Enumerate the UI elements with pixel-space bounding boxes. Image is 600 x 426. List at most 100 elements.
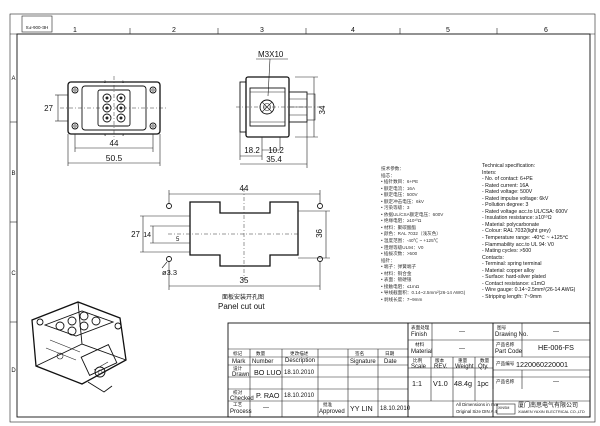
finish-label-cn: 表面处理 [411,325,430,330]
spec-cn-line: 插芯： [381,172,395,178]
svg-text:2: 2 [104,80,106,84]
drawn-name: BO LUO [254,368,282,377]
approved-label-cn: 批准 [323,402,333,407]
scale-label-cn: 比例 [413,358,423,363]
spec-cn-line: • 额定冲击电压：6kV [381,198,424,204]
spec-cn-line: • 插拔次数：>500 [381,251,418,257]
spec-en-line: - Flammability acc.to UL 94: V0 [482,241,554,248]
screw-label: M3X10 [258,50,284,59]
front-dim-height: 27 [44,104,53,113]
side-dim-height: 34 [318,105,327,114]
part-no-value: 1220060220001 [516,360,568,369]
spec-list-en: Technical specification: Inters: - No. o… [482,163,594,300]
spec-en-line: - No. of contact: 6+PE [482,176,533,183]
zone-label-3: 3 [260,27,264,34]
zone-label-a: A [11,76,15,82]
desc-label: Description [285,358,316,364]
cutout-dim-depth: 35 [240,276,249,285]
drawing-no-value: — [553,329,559,335]
spec-cn-line: • 温度范围：-40℃ ~ +125℃ [381,238,439,244]
spec-en-line: Contacts: [482,254,504,261]
front-dim-pitch: 44 [110,139,119,148]
spec-en-line: - Colour: RAL 7032(light grey) [482,228,551,235]
material-label-cn: 材料 [415,342,425,347]
zone-label-1: 1 [73,27,77,34]
cutout-dim-width: 44 [240,184,249,193]
drawing-no-label-cn: 图号 [497,325,507,330]
spec-cn-line: • 依据UL/CSA额定电压：600V [381,211,444,217]
company-name-en: XIAMEN YAXIN ELECTRICAL CO.,LTD [518,410,585,414]
spec-cn-line: • 接触电阻：≤1mΩ [381,283,420,289]
spec-en-line: Technical specification: [482,163,536,169]
approved-date: 18.10.2010 [380,406,411,412]
spec-en-line: - Stripping length: 7~9mm [482,293,542,300]
finish-value: — [459,329,465,335]
rev-label-cn: 版本 [435,358,445,363]
part-code-label: Part Code [495,349,523,355]
spec-cn-line: • 剥线长度：7~9mm [381,296,423,302]
rev-value: V1.0 [433,379,448,388]
date-label: Date [384,359,397,365]
zone-label-2: 2 [172,27,176,34]
front-view: 2 1 4 3 27 44 50.5 [44,76,168,166]
zone-label-c: C [11,271,16,277]
weight-label: Weight [455,364,474,370]
spec-en-line: - Terminal: spring terminal [482,261,542,268]
approved-name: YY LIN [350,404,373,413]
spec-cn-line: • 插针数目：6+PE [381,179,419,185]
spec-cn-line: 插针： [381,257,395,263]
checked-label-cn: 校对 [233,390,243,395]
cutout-dim-h3: 36 [315,228,324,237]
spec-en-line: - Rated current: 16A [482,182,529,189]
spec-en-line: - Pollution degree: 3 [482,202,529,209]
mark-label: Mark [232,359,246,365]
spec-en-line: - Temperature range: -40℃ ~ +125℃ [482,235,569,242]
drawn-label: Drawn [232,372,250,378]
svg-text:4: 4 [104,133,106,137]
spec-en-line: - Material: copper alloy [482,267,535,274]
spec-en-line: - Rated impulse voltage: 6kV [482,195,549,202]
zone-ticks [10,28,498,323]
company-name-cn: 厦门南思电气有限公司 [518,403,579,409]
dim-note-2: Original Size DIN A 4 [456,409,497,414]
spec-cn-line: • 表面：镀硬银 [381,277,412,283]
spec-cn-line: 技术参数： [381,166,404,171]
part-code-value: HE-006-FS [538,343,574,352]
material-label: Material [411,349,433,355]
zone-label-d: D [11,368,16,374]
spec-list-cn: 技术参数： 插芯： • 插针数目：6+PE • 额定电流：16A • 额定电压：… [381,166,471,303]
spec-cn-line: • 额定电流：16A [381,185,416,191]
weight-label-cn: 重量 [458,358,468,363]
spec-cn-line: • 绝缘电阻：≥10¹⁰Ω [381,218,422,224]
checked-label: Checked [230,396,254,402]
desc-label-cn: 更改描述 [290,351,309,356]
signature-label: Signature [350,359,376,365]
part-name-value: — [553,379,559,385]
spec-cn-line: • 颜色：RAL 7032（浅灰色） [381,231,441,237]
side-dim-c: 35.4 [266,155,282,164]
spec-en-line: - Wire gauge: 0.14~2.5mm²(26-14 AWG) [482,287,576,294]
svg-text:1: 1 [122,80,124,84]
zone-label-4: 4 [351,27,355,34]
signature-label-cn: 签名 [355,351,365,356]
spec-en-line: - Material: polycarbonate [482,221,540,228]
qty-label-cn: 数量 [480,358,490,363]
qty-label: Qty. [478,364,489,370]
spec-en-line: Inters: [482,169,497,176]
finish-label: Finish [411,332,428,338]
title-block-grid [227,322,591,418]
scale-value: 1:1 [412,379,422,388]
cutout-dim-h1: 27 [131,230,140,239]
spec-en-line: - Surface: hard-silver plated [482,274,546,281]
cutout-dim-small: 5 [176,237,180,243]
cutout-dim-hole: ø3.3 [162,268,177,277]
checked-name: P. RAO [256,391,280,400]
process-name: — [263,405,269,411]
qty-value: 1pc [477,379,489,388]
drawing-no-label: Drawing No. [495,332,529,338]
spec-en-line: - Mating cycles: >500 [482,248,532,255]
spec-cn-line: • 材料：聚碳酸酯 [381,224,417,230]
drawn-label-cn: 设计 [233,366,243,371]
weight-value: 48.4g [454,379,472,388]
side-dim-a: 18.2 [244,146,260,155]
